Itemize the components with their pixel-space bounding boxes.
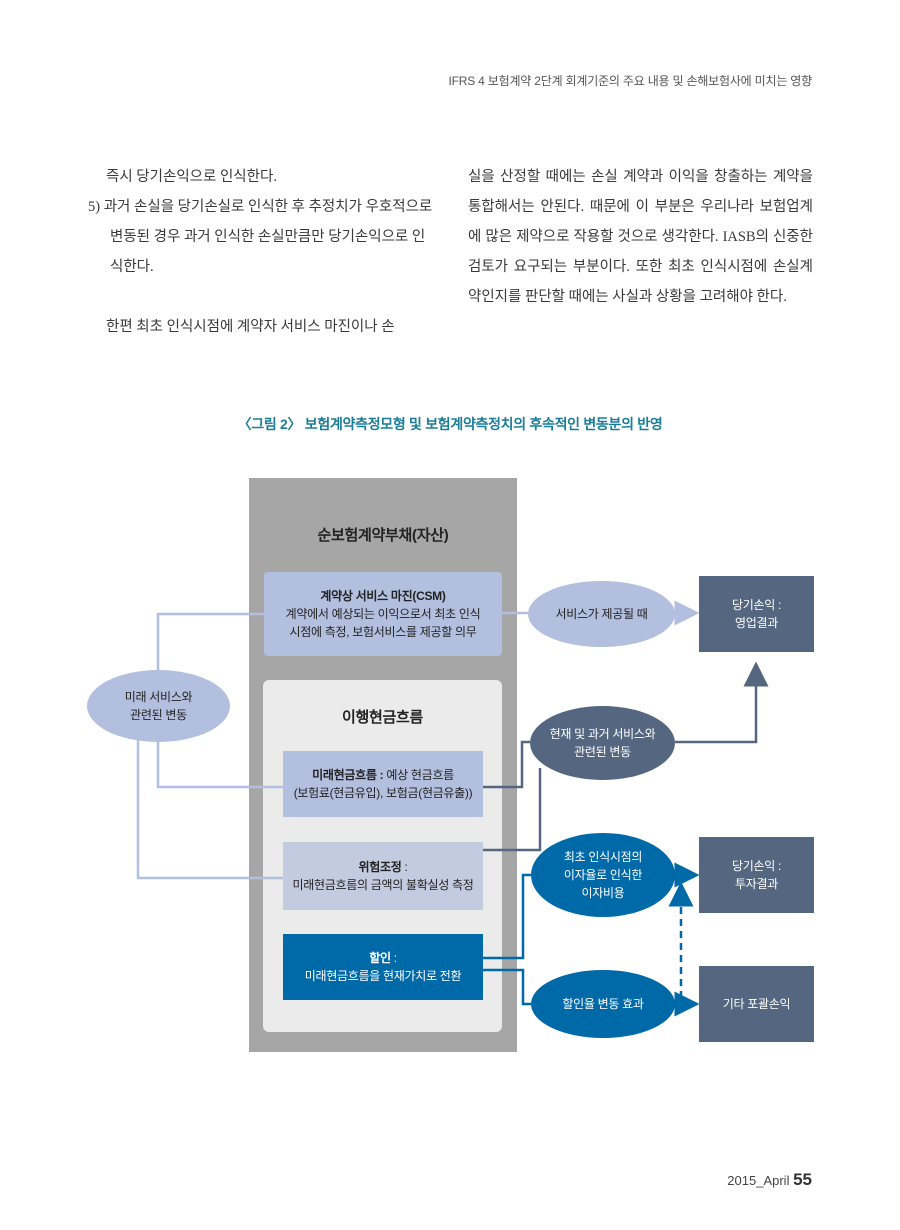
connector-risk-to-current [483,768,542,852]
left-line-1: 즉시 당기손익으로 인식한다. [106,169,277,185]
csm-desc-2: 시점에 측정, 보험서비스를 제공할 의무 [289,625,477,639]
future-cf-desc-1: 예상 현금흐름 [383,768,454,782]
operating-line-2: 영업결과 [735,616,778,630]
future-cf-title: 미래현금흐름 : [312,768,384,782]
interest-line-2: 이자율로 인식한 [563,868,643,882]
current-past-line-1: 현재 및 과거 서비스와 [549,727,656,741]
connector-future-cf-to-current [483,740,530,789]
issue-label: 2015_April [727,1173,794,1188]
current-past-line-2: 관련된 변동 [574,745,631,759]
future-cf-box: 미래현금흐름 : 예상 현금흐름 (보험료(현금유입), 보험금(현금유출)) [283,751,483,817]
investment-line-2: 투자결과 [735,877,778,891]
connector-left-to-csm [156,612,264,673]
future-service-line-1: 미래 서비스와 [124,690,193,704]
csm-title: 계약상 서비스 마진(CSM) [320,589,446,603]
connector-left-to-future-cf [156,740,283,789]
risk-title-suffix: : [401,860,408,874]
running-header: IFRS 4 보험계약 2단계 회계기준의 주요 내용 및 손해보험사에 미치는… [448,74,812,88]
interest-line-1: 최초 인식시점의 [563,850,643,864]
page-number: 55 [793,1170,812,1189]
interest-line-3: 이자비용 [581,886,625,900]
oci-box: 기타 포괄손익 [699,966,814,1042]
discount-title: 할인 [369,951,391,965]
discount-box: 할인 : 미래현금흐름을 현재가치로 전환 [283,934,483,1000]
risk-desc: 미래현금흐름의 금액의 불확실성 측정 [292,878,474,892]
future-cf-line-1: 미래현금흐름 : 예상 현금흐름 [312,766,454,784]
discount-title-suffix: : [390,951,397,965]
service-provided-text: 서비스가 제공될 때 [555,607,648,621]
interest-expense-ellipse: 최초 인식시점의 이자율로 인식한 이자비용 [531,833,675,917]
fulfilment-title: 이행현금흐름 [341,709,423,726]
profit-loss-investment-box: 당기손익 : 투자결과 [699,837,814,913]
left-column: 즉시 당기손익으로 인식한다. 5) 과거 손실을 당기손실로 인식한 후 추정… [88,162,433,342]
footnote-5: 5) 과거 손실을 당기손실로 인식한 후 추정치가 우호적으로 변동된 경우 … [88,199,433,275]
discount-desc: 미래현금흐름을 현재가치로 전환 [304,969,462,983]
risk-title: 위험조정 [358,860,402,874]
discount-rate-text: 할인율 변동 효과 [562,997,644,1011]
risk-adjustment-box: 위험조정 : 미래현금흐름의 금액의 불확실성 측정 [283,842,483,910]
connector-discount-to-interest [483,873,531,960]
future-service-ellipse: 미래 서비스와 관련된 변동 [87,670,230,742]
net-liability-title: 순보험계약부채(자산) [317,527,449,544]
future-service-line-2: 관련된 변동 [130,708,187,722]
page-footer: 2015_April 55 [727,1170,812,1190]
connector-left-to-risk [136,738,283,880]
connector-discount-to-rate [483,968,531,1006]
discount-rate-ellipse: 할인율 변동 효과 [531,970,675,1038]
csm-box: 계약상 서비스 마진(CSM) 계약에서 예상되는 이익으로서 최초 인식 시점… [264,572,502,656]
future-cf-desc-2: (보험료(현금유입), 보험금(현금유출)) [293,786,473,800]
figure-caption: 〈그림 2〉 보험계약측정모형 및 보험계약측정치의 후속적인 변동분의 반영 [237,416,663,432]
right-paragraph: 실을 산정할 때에는 손실 계약과 이익을 창출하는 계약을 통합해서는 안된다… [468,169,813,305]
service-provided-ellipse: 서비스가 제공될 때 [528,581,675,647]
csm-desc-1: 계약에서 예상되는 이익으로서 최초 인식 [285,607,481,621]
investment-line-1: 당기손익 : [731,859,782,873]
current-past-ellipse: 현재 및 과거 서비스와 관련된 변동 [530,706,675,780]
left-line-3: 한편 최초 인식시점에 계약자 서비스 마진이나 손 [106,319,395,335]
risk-title-line: 위험조정 : [358,858,407,876]
oci-text: 기타 포괄손익 [722,997,791,1011]
arrow-current-to-operating [675,661,769,744]
profit-loss-operating-box: 당기손익 : 영업결과 [699,576,814,652]
right-column: 실을 산정할 때에는 손실 계약과 이익을 창출하는 계약을 통합해서는 안된다… [468,162,813,312]
discount-title-line: 할인 : [369,949,397,967]
operating-line-1: 당기손익 : [731,598,782,612]
